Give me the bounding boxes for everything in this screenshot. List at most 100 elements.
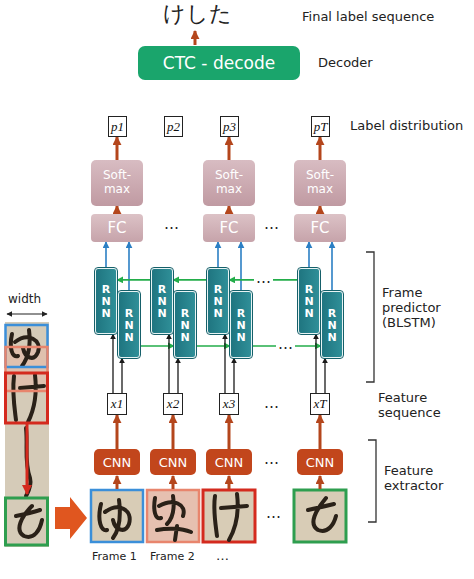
- node-text-group: FC: [219, 219, 238, 237]
- node-label: RNN: [212, 283, 225, 319]
- connector-arrow: [105, 242, 107, 268]
- node-label: Soft- max: [298, 169, 342, 197]
- frame-image: [91, 490, 143, 542]
- node-text-group: RNN: [179, 307, 192, 343]
- fc-box: FC: [294, 214, 346, 242]
- node-label: RNN: [303, 283, 316, 319]
- input-arrow: [228, 476, 231, 489]
- connector-arrow: [112, 334, 113, 393]
- connector-arrow: [117, 279, 151, 281]
- connector-arrow: [315, 334, 316, 393]
- node-text-group: CNN: [103, 455, 132, 470]
- node-text-group: x1: [111, 396, 123, 412]
- ellipsis: …: [162, 217, 181, 232]
- frame-box: [6, 498, 48, 545]
- node-label: xT: [314, 396, 327, 412]
- node-text-group: CTC - decode: [163, 53, 275, 73]
- node-text-group: pT: [314, 119, 328, 135]
- node-label: RNN: [123, 307, 136, 343]
- connector-arrow: [224, 334, 225, 393]
- handwriting-stroke: [214, 494, 247, 540]
- connector-arrow: [319, 206, 322, 214]
- softmax-box: Soft- max: [91, 160, 143, 206]
- slide-arrow: [26, 424, 29, 494]
- rnn-cell: RNN: [321, 291, 343, 358]
- connector-arrow: [172, 415, 175, 449]
- width-arrow: [7, 313, 47, 314]
- cnn-box: CNN: [206, 449, 252, 475]
- node-text-group: RNN: [326, 307, 339, 343]
- connector-arrow: [228, 415, 231, 449]
- node-text-group: x2: [167, 396, 179, 412]
- feature-box: x2: [163, 393, 183, 415]
- node-label: x1: [111, 396, 123, 412]
- rnn-cell: RNN: [230, 291, 252, 358]
- node-text-group: Soft- max: [95, 169, 139, 197]
- handwriting-stroke: [16, 506, 42, 537]
- rnn-cell: RNN: [207, 268, 229, 334]
- group-bracket: [368, 440, 376, 522]
- node-text-group: RNN: [212, 283, 225, 319]
- node-text-group: RNN: [100, 283, 113, 319]
- connector-arrow: [168, 334, 169, 393]
- handwriting-stroke: [308, 498, 336, 531]
- node-label: p3: [223, 119, 236, 135]
- input-arrow: [172, 476, 175, 489]
- fc-box: FC: [91, 214, 143, 242]
- node-text-group: x3: [223, 396, 235, 412]
- node-label: RNN: [179, 307, 192, 343]
- feature-box: x1: [107, 393, 127, 415]
- ellipsis: …: [262, 452, 281, 467]
- final-label-sequence: けした: [163, 1, 232, 26]
- rnn-cell: RNN: [298, 268, 320, 334]
- node-text-group: p2: [167, 119, 180, 135]
- rnn-cell: RNN: [151, 268, 173, 334]
- connector-arrow: [240, 242, 242, 291]
- feature-box: xT: [310, 393, 330, 415]
- node-label: RNN: [326, 307, 339, 343]
- decoder-box: CTC - decode: [138, 46, 300, 80]
- section-label: Label distribution: [350, 119, 463, 134]
- rnn-cell: RNN: [118, 291, 140, 358]
- frame-box: [6, 373, 48, 423]
- ellipsis: …: [276, 337, 295, 352]
- frame-box: [6, 347, 48, 391]
- node-label: CTC - decode: [163, 53, 275, 73]
- node-text-group: RNN: [123, 307, 136, 343]
- frame-label: Frame 2: [150, 551, 195, 564]
- cnn-box: CNN: [94, 449, 140, 475]
- node-label: RNN: [235, 307, 248, 343]
- ellipsis: …: [262, 217, 281, 232]
- label-distribution-box: pT: [311, 116, 330, 137]
- section-label: Feature sequence: [378, 391, 468, 421]
- feature-box: x3: [219, 393, 239, 415]
- node-label: Soft- max: [95, 169, 139, 197]
- node-text-group: p1: [111, 119, 124, 135]
- rnn-cell: RNN: [95, 268, 117, 334]
- connector-arrow: [116, 137, 119, 160]
- input-arrow: [116, 476, 119, 489]
- node-text-group: Soft- max: [298, 169, 342, 197]
- cnn-box: CNN: [297, 449, 343, 475]
- handwriting-stroke: [154, 496, 191, 540]
- node-text-group: CNN: [215, 455, 244, 470]
- connector-arrow: [228, 137, 231, 160]
- node-text-group: RNN: [156, 283, 169, 319]
- softmax-box: Soft- max: [203, 160, 255, 206]
- section-label: Feature extractor: [384, 464, 472, 494]
- label-distribution-box: p1: [108, 116, 127, 137]
- ellipsis: …: [254, 271, 273, 286]
- connector-arrow: [177, 358, 178, 393]
- node-text-group: Soft- max: [207, 169, 251, 197]
- handwriting-strokes: [11, 330, 44, 537]
- node-label: pT: [314, 119, 328, 135]
- dimension-label: width: [8, 293, 41, 307]
- node-label: CNN: [103, 455, 132, 470]
- node-text-group: p3: [223, 119, 236, 135]
- node-text-group: FC: [107, 219, 126, 237]
- connector-arrow: [319, 415, 322, 449]
- node-label: RNN: [100, 283, 113, 319]
- connector-arrow: [116, 415, 119, 449]
- connector-arrow: [331, 242, 333, 291]
